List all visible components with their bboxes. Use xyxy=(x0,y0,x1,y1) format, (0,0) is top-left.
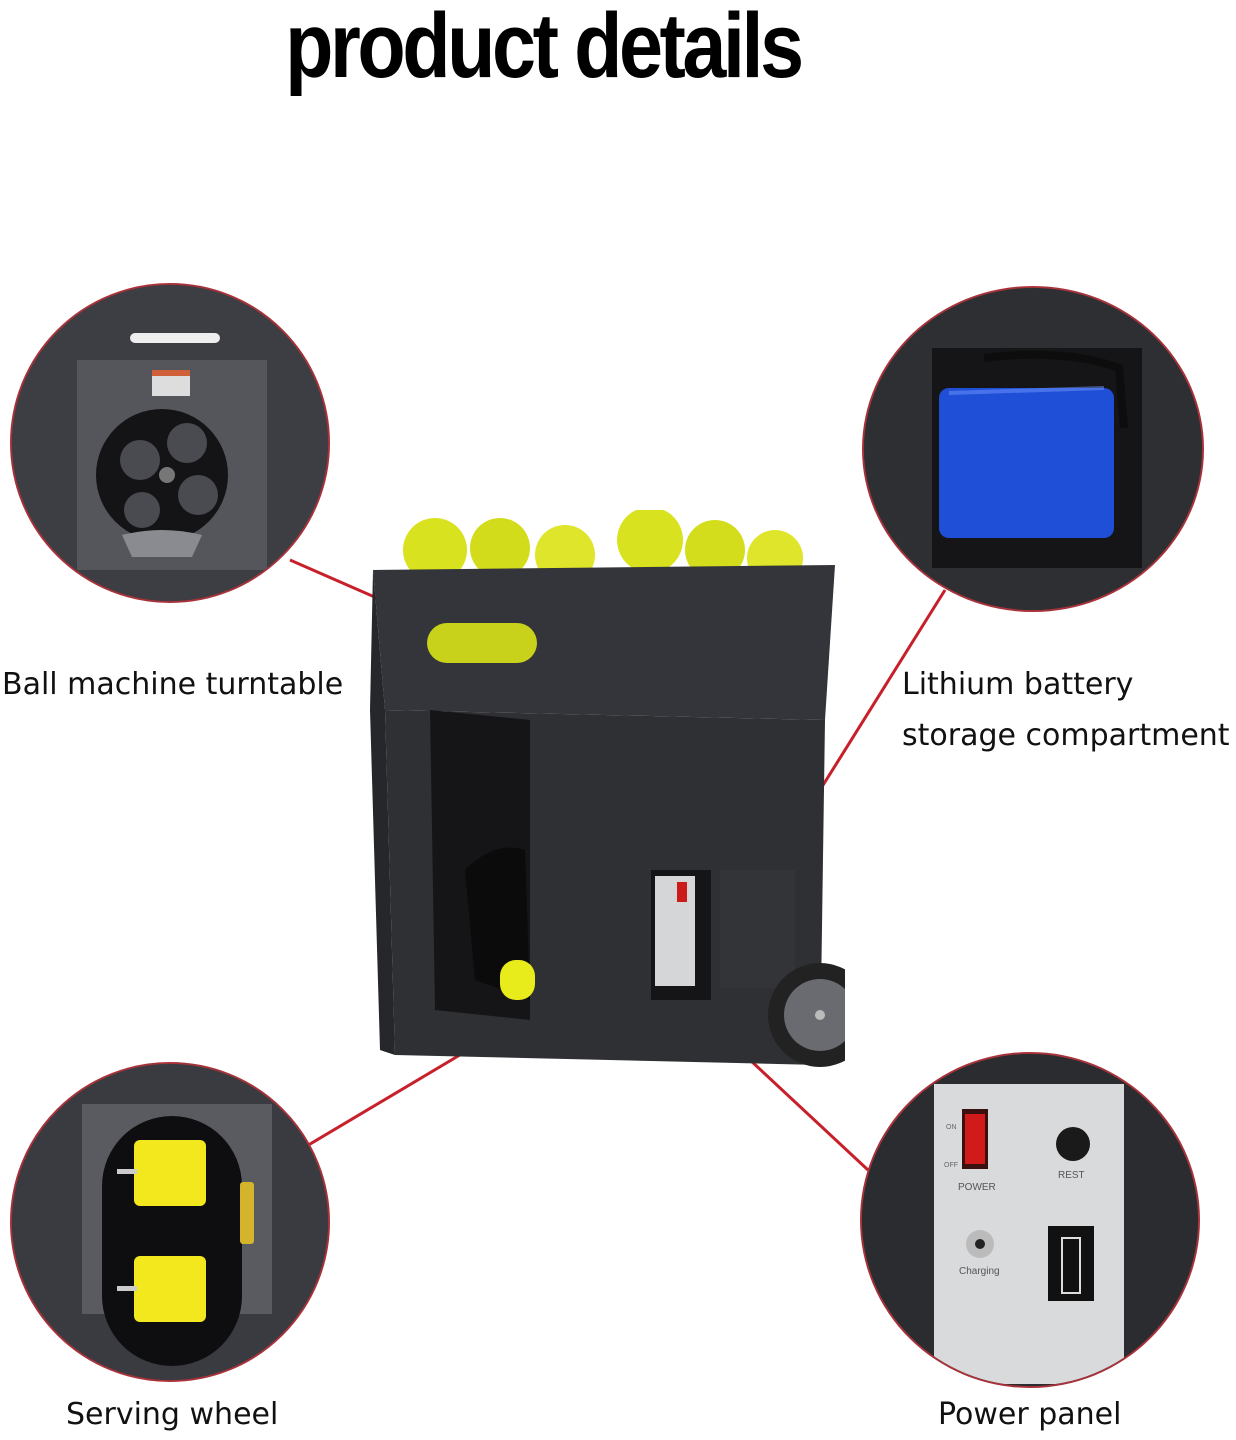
battery-label-line1: Lithium battery xyxy=(902,667,1134,702)
serving-wheel-detail-image xyxy=(10,1062,330,1382)
turntable-label: Ball machine turntable xyxy=(2,667,344,702)
battery-detail-image xyxy=(862,286,1204,612)
switch-off-label: OFF xyxy=(944,1162,958,1169)
page-title: product details xyxy=(285,0,804,97)
ball-machine-image xyxy=(370,510,845,1067)
power-panel-detail-image: POWER REST Charging ON OFF xyxy=(860,1052,1200,1388)
turntable-detail-image xyxy=(10,283,330,603)
power-panel-label: Power panel xyxy=(938,1397,1122,1432)
power-switch-label: POWER xyxy=(958,1182,996,1193)
reset-label: REST xyxy=(1058,1170,1085,1181)
battery-label-line2: storage compartment xyxy=(902,718,1230,753)
serving-wheel-label: Serving wheel xyxy=(66,1397,279,1432)
switch-on-label: ON xyxy=(946,1124,957,1131)
charging-label: Charging xyxy=(959,1266,1000,1277)
